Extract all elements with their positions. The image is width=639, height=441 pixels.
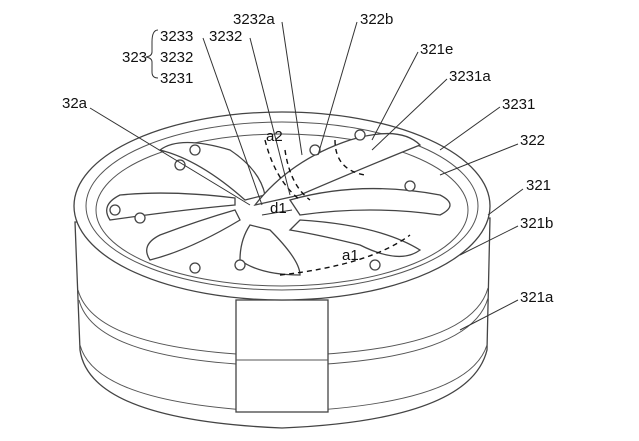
blades [106,129,451,276]
label-32a: 32a [62,95,88,112]
label-3233: 3233 [160,28,193,45]
motion-paths [261,139,411,276]
label-a2: a2 [266,128,283,145]
label-321e: 321e [420,41,453,58]
label-3231-group: 3231 [160,70,193,87]
leader-lines [89,21,524,331]
label-322b: 322b [360,11,393,28]
label-321b: 321b [520,215,553,232]
label-3232a: 3232a [233,11,275,28]
arrow-a1 [279,234,411,276]
label-3232: 3232 [209,28,242,45]
label-321: 321 [526,177,551,194]
front-slot [235,299,329,413]
label-3231: 3231 [502,96,535,113]
label-d1: d1 [270,200,287,217]
label-3232-group: 3232 [160,49,193,66]
label-321a: 321a [520,289,554,306]
label-a1: a1 [342,247,359,264]
label-3231a: 3231a [449,68,491,85]
reference-labels: 323 3233 3232 3231 3232a 322b 3232 321e … [62,11,554,306]
label-323: 323 [122,49,147,66]
label-322: 322 [520,132,545,149]
